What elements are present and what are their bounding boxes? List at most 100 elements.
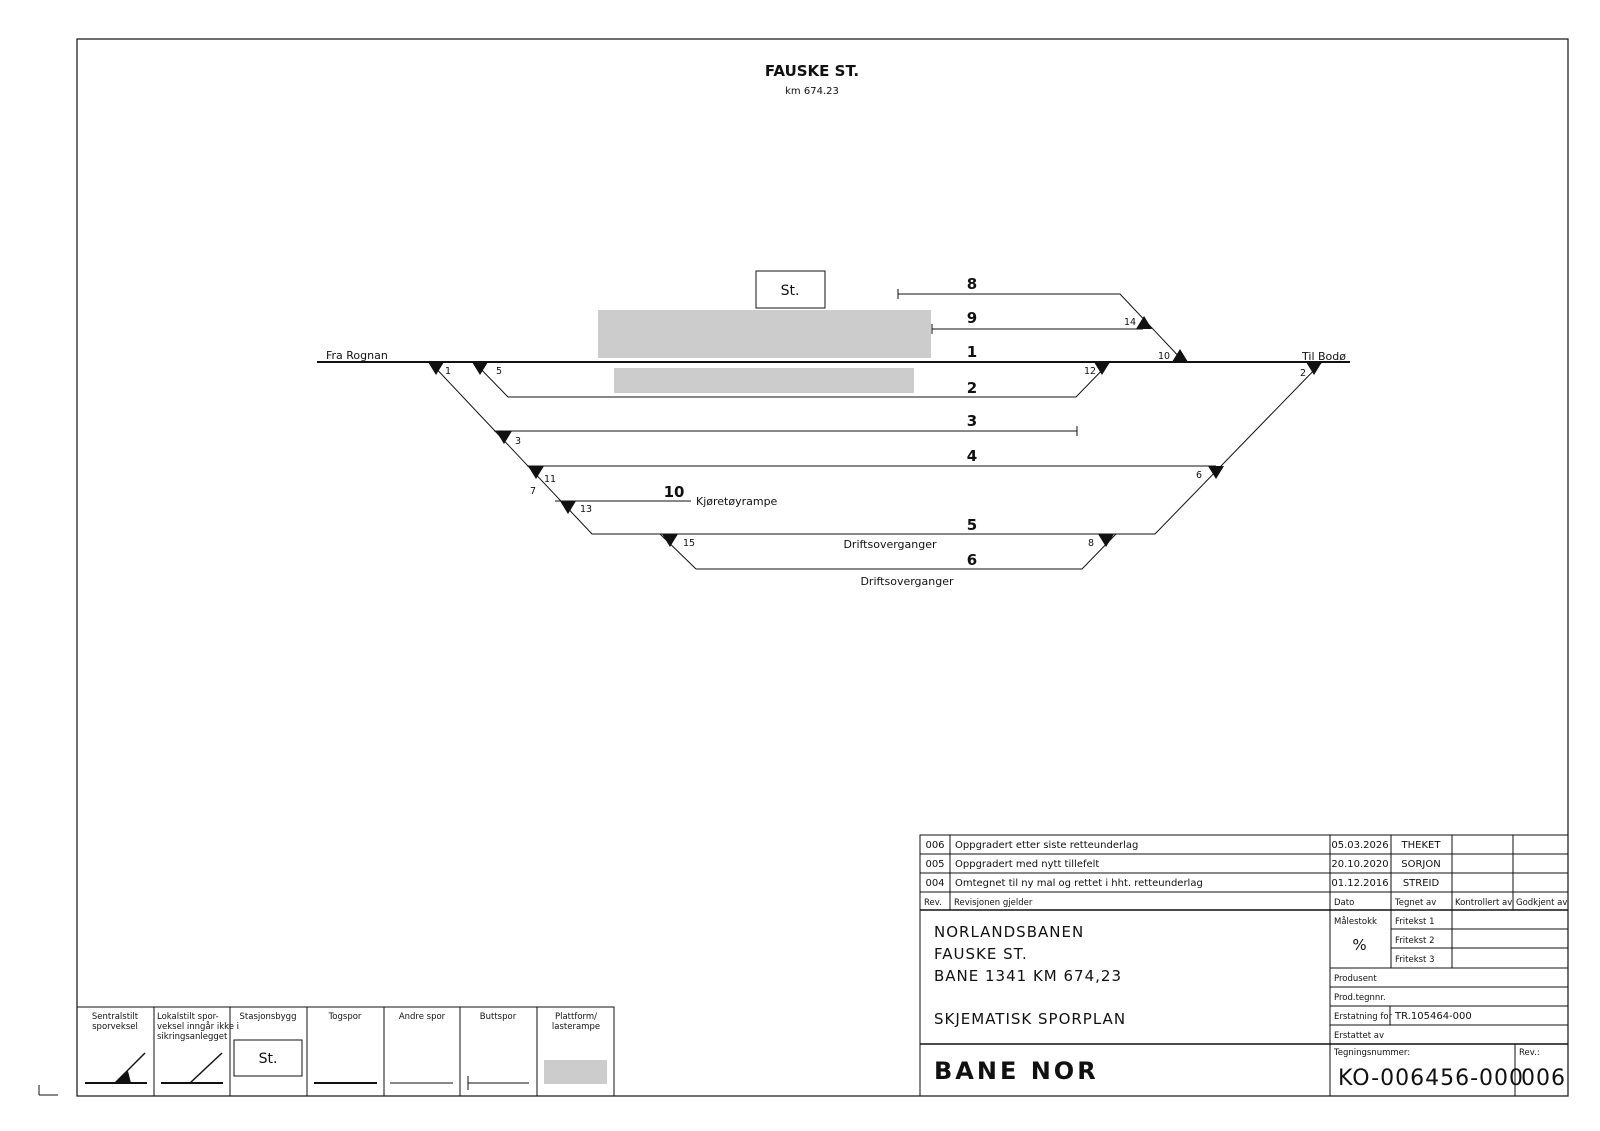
crossing-label-lower: Driftsoverganger	[860, 575, 954, 588]
rev-value: 006	[1521, 1066, 1566, 1091]
switch-14-icon	[1136, 316, 1152, 329]
header-date: Dato	[1334, 898, 1354, 908]
drawing-frame	[76, 38, 1569, 1097]
station-km: km 674.23	[785, 86, 839, 97]
station-title: FAUSKE ST.	[765, 62, 859, 80]
drawing-number-label: Tegningsnummer:	[1333, 1048, 1410, 1058]
scale-value: %	[1352, 936, 1367, 954]
switch-11-icon	[528, 466, 544, 479]
rev-1-drawn: SORJON	[1401, 859, 1440, 870]
header-checked: Kontrollert av	[1455, 898, 1512, 908]
switch-1-icon	[428, 362, 444, 375]
switch-label-2: 2	[1300, 368, 1306, 379]
switch-5-icon	[472, 362, 488, 375]
rev-2-number: 004	[925, 878, 944, 889]
legend: Sentralstilt sporveksel Lokalstilt spor-…	[76, 1006, 615, 1097]
legend-local-switch-line2: veksel inngår ikke i	[157, 1021, 239, 1032]
track-label-4: 4	[967, 447, 977, 465]
switch-label-11: 11	[544, 474, 556, 485]
ramp-label: Kjøretøyrampe	[696, 495, 778, 508]
corner-mark	[38, 1085, 58, 1096]
track-2-line	[473, 361, 1111, 398]
switch-2-icon	[1306, 362, 1322, 375]
switch-13-icon	[560, 501, 576, 514]
prod-no-label: Prod.tegnnr.	[1334, 993, 1386, 1003]
legend-station-building-text: St.	[259, 1051, 278, 1067]
legend-central-switch-line2: sporveksel	[92, 1022, 138, 1032]
switch-label-5: 5	[496, 366, 502, 377]
track-8-line	[898, 293, 1185, 363]
project-line-3: BANE 1341 KM 674,23	[934, 967, 1122, 985]
rev-2-date: 01.12.2016	[1331, 878, 1388, 889]
switch-8-icon	[1098, 534, 1114, 547]
rev-2-drawn: STREID	[1403, 878, 1440, 889]
header-desc: Revisjonen gjelder	[954, 898, 1033, 908]
track-label-2: 2	[967, 379, 977, 397]
rev-1-text: Oppgradert med nytt tillefelt	[955, 859, 1099, 870]
legend-station-building-label: Stasjonsbygg	[240, 1012, 297, 1022]
switch-label-12: 12	[1084, 366, 1096, 377]
switch-label-13: 13	[580, 504, 592, 515]
legend-central-switch-line1: Sentralstilt	[92, 1012, 139, 1022]
switch-3-icon	[496, 431, 512, 444]
switch-6-icon	[1208, 466, 1224, 479]
replaced-by-label: Erstattet av	[1334, 1031, 1384, 1041]
drawing-number: KO-006456-000	[1338, 1066, 1524, 1091]
switch-label-7: 7	[530, 486, 536, 497]
rev-2-text: Omtegnet til ny mal og rettet i hht. ret…	[955, 878, 1203, 889]
legend-local-switch-line1: Lokalstilt spor-	[157, 1012, 219, 1022]
free-text-2: Fritekst 2	[1395, 936, 1434, 946]
switch-label-10: 10	[1158, 351, 1170, 362]
switch-label-3: 3	[515, 436, 521, 447]
switch-10-icon	[1172, 349, 1188, 362]
drawing-title: SKJEMATISK SPORPLAN	[934, 1010, 1126, 1028]
free-text-3: Fritekst 3	[1395, 955, 1434, 965]
switch-12-icon	[1094, 362, 1110, 375]
rev-0-date: 05.03.2026	[1331, 840, 1388, 851]
switch-label-14: 14	[1124, 317, 1136, 328]
rev-1-number: 005	[925, 859, 944, 870]
rev-1-date: 20.10.2020	[1331, 859, 1388, 870]
crossing-label-upper: Driftsoverganger	[843, 538, 937, 551]
legend-platform-symbol	[544, 1060, 607, 1084]
legend-station-building-symbol	[233, 1039, 303, 1077]
platform-1	[598, 310, 931, 358]
track-label-10: 10	[664, 483, 685, 501]
platform-2	[614, 368, 914, 393]
track-label-8: 8	[967, 275, 977, 293]
free-text-1: Fritekst 1	[1395, 917, 1434, 927]
rev-0-text: Oppgradert etter siste retteunderlag	[955, 840, 1138, 851]
track-label-5: 5	[967, 516, 977, 534]
track-6-line	[659, 533, 1117, 570]
legend-other-track-label: Andre spor	[399, 1012, 446, 1022]
switch-15-icon	[662, 534, 678, 547]
legend-central-switch-icon	[115, 1071, 131, 1083]
rev-label: Rev.:	[1519, 1048, 1540, 1058]
replaces-label: Erstatning for	[1334, 1012, 1393, 1022]
track-label-1: 1	[967, 343, 977, 361]
legend-platform-line2: lasterampe	[552, 1022, 600, 1032]
station-building	[755, 270, 826, 309]
legend-platform-line1: Plattform/	[555, 1012, 597, 1022]
rev-0-number: 006	[925, 840, 944, 851]
bane-nor-logo: BANE NOR	[934, 1057, 1099, 1085]
project-line-1: NORLANDSBANEN	[934, 923, 1084, 941]
rev-0-drawn: THEKET	[1401, 840, 1442, 851]
header-drawn: Tegnet av	[1394, 898, 1436, 908]
track-label-3: 3	[967, 412, 977, 430]
project-line-2: FAUSKE ST.	[934, 945, 1028, 963]
header-rev: Rev.	[924, 898, 942, 908]
replaces-value: TR.105464-000	[1394, 1011, 1472, 1022]
legend-train-track-label: Togspor	[328, 1012, 362, 1022]
outer-connection-line	[429, 361, 1323, 535]
track-label-9: 9	[967, 309, 977, 327]
header-approved: Godkjent av	[1516, 898, 1567, 908]
switch-label-8: 8	[1088, 538, 1094, 549]
track-label-6: 6	[967, 551, 977, 569]
scale-label: Målestokk	[1334, 916, 1377, 927]
legend-buffer-track-label: Buttspor	[480, 1012, 517, 1022]
direction-from: Fra Rognan	[326, 349, 388, 362]
switch-label-1: 1	[445, 366, 451, 377]
station-building-label: St.	[781, 283, 800, 299]
